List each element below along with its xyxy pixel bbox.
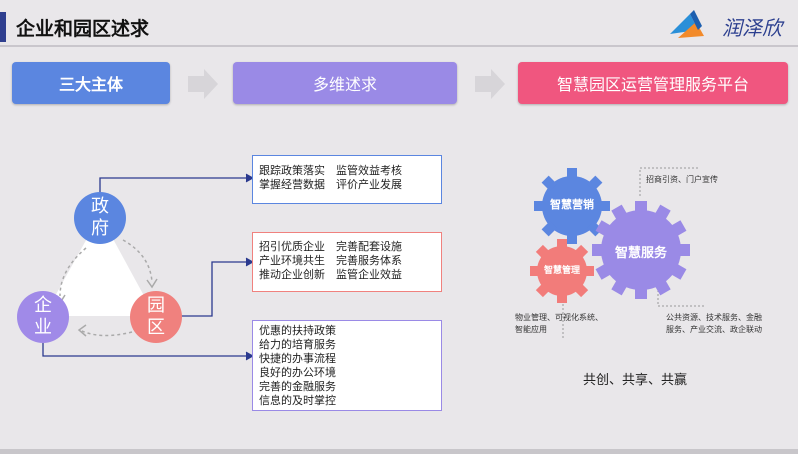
gear-management-label: 智慧管理 bbox=[543, 266, 580, 276]
gov-demand-line: 掌握经营数据 评价产业发展 bbox=[259, 178, 402, 191]
service-note-line: 服务、产业交流、政企联动 bbox=[666, 325, 762, 334]
management-note: 物业管理、可视化系统、 智能应用 bbox=[515, 312, 603, 336]
node-government-label: 政府 bbox=[91, 196, 109, 239]
gear-service-icon bbox=[592, 201, 690, 299]
gear-service-label: 智慧服务 bbox=[614, 246, 667, 261]
slogan: 共创、共享、共赢 bbox=[583, 373, 688, 388]
park-demands-box: 招引优质企业 完善配套设施 产业环境共生 完善服务体系 推动企业创新 监管企业效… bbox=[252, 232, 442, 292]
title-accent-bar bbox=[0, 12, 6, 42]
park-demand-line: 招引优质企业 完善配套设施 bbox=[259, 240, 402, 253]
header-divider bbox=[0, 45, 798, 47]
logo-icon bbox=[670, 10, 704, 38]
stage-platform: 智慧园区运营管理服务平台 bbox=[518, 62, 788, 104]
node-park: 园区 bbox=[130, 291, 182, 343]
ent-demand-line: 快捷的办事流程 bbox=[259, 352, 336, 365]
ent-demand-line: 给力的培育服务 bbox=[259, 338, 336, 351]
enterprise-demands-box: 优惠的扶持政策 给力的培育服务 快捷的办事流程 良好的办公环境 完善的金融服务 … bbox=[252, 320, 442, 411]
node-government: 政府 bbox=[74, 192, 126, 244]
arrow-right-icon bbox=[188, 69, 218, 99]
gear-management-icon bbox=[530, 239, 594, 303]
park-demand-line: 产业环境共生 完善服务体系 bbox=[259, 254, 402, 267]
marketing-note: 招商引资、门户宣传 bbox=[646, 175, 718, 184]
node-enterprise-label: 企业 bbox=[34, 295, 52, 338]
ent-demand-line: 信息的及时掌控 bbox=[259, 394, 336, 407]
logo-text: 润泽欣 bbox=[722, 16, 782, 40]
service-note-line: 公共资源、技术服务、金融 bbox=[666, 313, 762, 322]
management-note-line: 物业管理、可视化系统、 bbox=[515, 313, 603, 322]
ent-demand-line: 良好的办公环境 bbox=[259, 366, 336, 379]
gov-demands-box: 跟踪政策落实 监管效益考核 掌握经营数据 评价产业发展 bbox=[252, 155, 442, 204]
ent-demand-line: 优惠的扶持政策 bbox=[259, 324, 336, 337]
park-demand-line: 推动企业创新 监管企业效益 bbox=[259, 268, 402, 281]
gov-demand-line: 跟踪政策落实 监管效益考核 bbox=[259, 164, 402, 177]
gear-marketing-label: 智慧营销 bbox=[550, 198, 594, 211]
arrow-right-icon bbox=[475, 69, 505, 99]
stage-three-subjects: 三大主体 bbox=[12, 62, 170, 104]
management-note-line: 智能应用 bbox=[515, 325, 547, 334]
gear-marketing-icon bbox=[534, 168, 610, 244]
ent-demand-line: 完善的金融服务 bbox=[259, 380, 336, 393]
node-enterprise: 企业 bbox=[17, 291, 69, 343]
node-park-label: 园区 bbox=[147, 295, 165, 338]
stage-multi-demands: 多维述求 bbox=[233, 62, 457, 104]
page-title: 企业和园区述求 bbox=[16, 18, 150, 40]
service-note: 公共资源、技术服务、金融 服务、产业交流、政企联动 bbox=[666, 312, 762, 336]
footer-divider bbox=[0, 449, 798, 454]
